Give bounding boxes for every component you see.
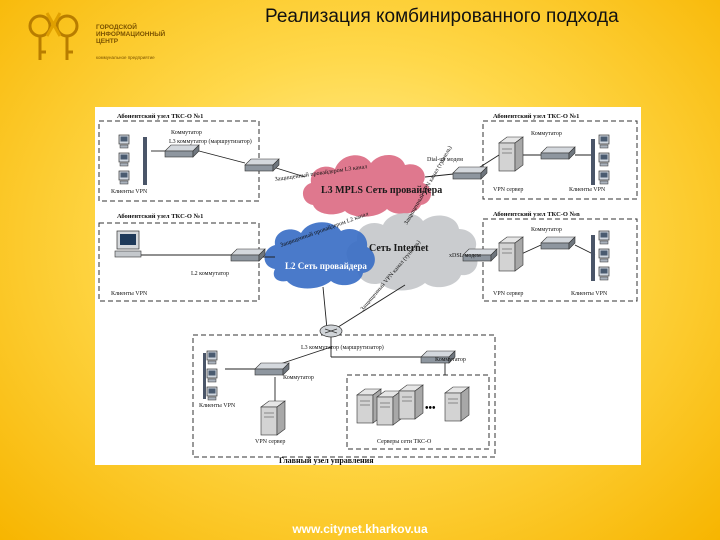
group-box-mid-left	[98, 222, 260, 302]
logo-subtitle: коммунальное предприятие	[96, 55, 155, 60]
label-switch-mr: Коммутатор	[531, 227, 562, 233]
label-clients-ml: Клиенты VPN	[111, 291, 148, 297]
modem-tl	[244, 158, 280, 172]
vpn-server-tr	[498, 136, 524, 172]
switch-main1	[254, 362, 290, 376]
group-box-servers	[346, 374, 490, 450]
label-switch-main1: Коммутатор	[283, 375, 314, 381]
switch-tr	[540, 146, 576, 160]
label-vpn-server-mr: VPN сервер	[493, 291, 523, 297]
group-title-mid-right: Абонентский узел ТКС-О №n	[493, 211, 580, 218]
cloud-label-l2: L2 Сеть провайдера	[285, 261, 367, 271]
cloud-l2	[264, 222, 375, 289]
vpn-server-main	[260, 400, 286, 436]
clients-tl	[118, 134, 147, 185]
label-clients-tr: Клиенты VPN	[569, 187, 606, 193]
clients-tr	[591, 134, 610, 185]
l3-switch-tl	[164, 144, 200, 158]
logo-keys-icon	[28, 12, 79, 60]
logo-text: ГОРОДСКОЙ ИНФОРМАЦИОННЫЙ ЦЕНТР	[96, 24, 166, 45]
group-box-mid-right	[482, 218, 638, 302]
label-clients-main: Клиенты VPN	[199, 403, 236, 409]
label-vpn-server-main: VPN сервер	[255, 439, 285, 445]
cloud-mpls	[302, 154, 432, 217]
vpn-server-mr	[498, 236, 524, 272]
l2-switch	[230, 248, 266, 262]
label-l2-switch: L2 коммутатор	[191, 271, 229, 277]
label-switch-tr: Коммутатор	[531, 131, 562, 137]
network-diagram: Абонентский узел ТКС-О №1 Абонентский уз…	[95, 107, 641, 465]
switch-mr	[540, 236, 576, 250]
label-switch-tl: Коммутатор	[171, 130, 202, 136]
label-vpn-server-tr: VPN сервер	[493, 187, 523, 193]
cloud-label-internet: Сеть Internet	[369, 243, 429, 254]
label-l3-tl: L3 коммутатор (маршрутизатор)	[169, 138, 252, 145]
label-xdsl: xDSL модем	[449, 253, 481, 259]
group-title-bottom: Главный узел управления	[279, 456, 374, 465]
clients-main	[203, 350, 218, 401]
cloud-internet	[346, 213, 478, 291]
svg-text:•••: •••	[425, 403, 436, 414]
cloud-label-mpls: L3 MPLS Сеть провайдера	[321, 185, 442, 196]
group-title-top-left: Абонентский узел ТКС-О №1	[117, 113, 203, 120]
group-box-bottom	[192, 334, 496, 458]
label-clients-mr: Клиенты VPN	[571, 291, 608, 297]
label-l3-main: L3 коммутатор (маршрутизатор)	[301, 344, 384, 351]
label-servers: Серверы сети ТКС-О	[377, 439, 432, 445]
label-switch-main2: Коммутатор	[435, 357, 466, 363]
label-clients-tl: Клиенты VPN	[111, 189, 148, 195]
footer-url[interactable]: www.citynet.kharkov.ua	[292, 522, 428, 536]
group-title-mid-left: Абонентский узел ТКС-О №1	[117, 213, 203, 220]
group-box-top-right	[482, 120, 638, 200]
l3-router-main	[319, 324, 343, 338]
clients-mr	[591, 230, 610, 281]
desktop-ml	[114, 230, 142, 258]
dialup-modem	[452, 166, 488, 180]
label-dialup: Dial-up модем	[427, 157, 463, 163]
group-title-top-right: Абонентский узел ТКС-О №1	[493, 113, 579, 120]
servers-group: •••	[356, 384, 470, 426]
page-title: Реализация комбинированного подхода	[265, 6, 619, 27]
